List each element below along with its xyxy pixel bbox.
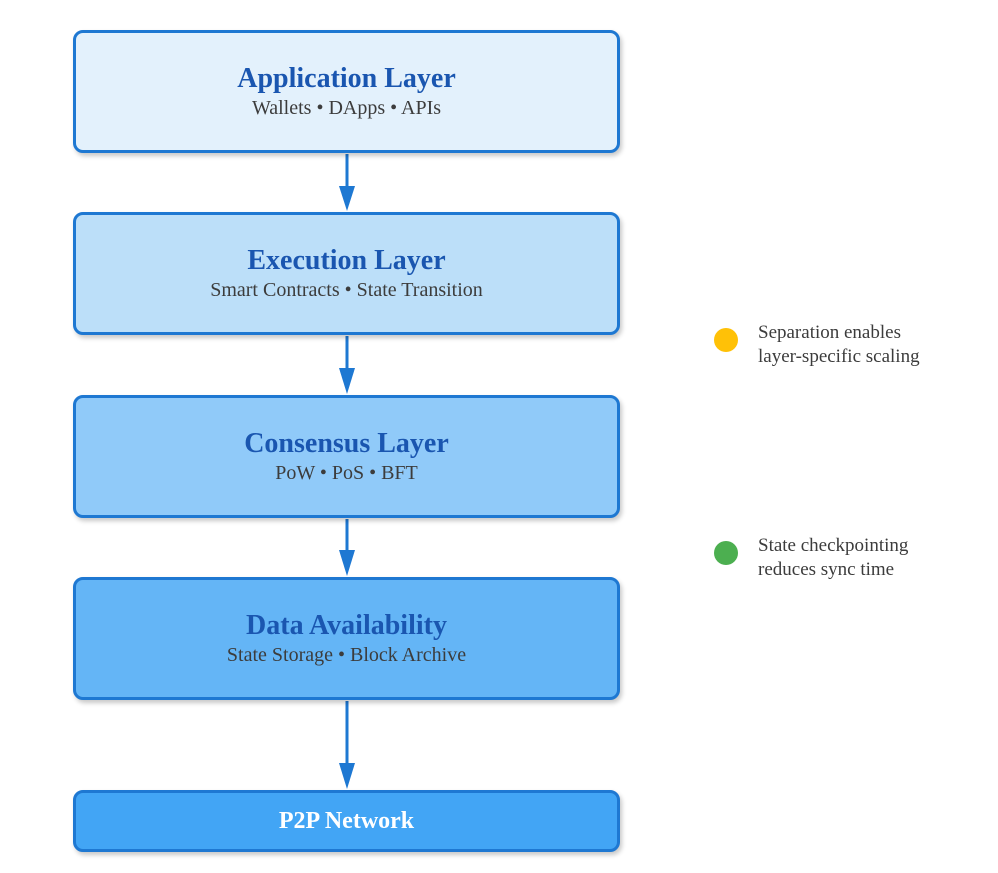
- arrow-consensus-to-data: [339, 519, 355, 576]
- application-layer-title: Application Layer: [237, 62, 456, 94]
- note-checkpointing-text: State checkpointing reduces sync time: [758, 535, 909, 580]
- arrow-app-to-exec: [339, 154, 355, 211]
- note-scaling-text: Separation enables layer-specific scalin…: [758, 322, 920, 367]
- execution-layer-box: Execution Layer Smart Contracts • State …: [73, 212, 620, 335]
- data-availability-box: Data Availability State Storage • Block …: [73, 577, 620, 700]
- arrow-exec-to-consensus: [339, 336, 355, 394]
- p2p-network-box: P2P Network: [73, 790, 620, 852]
- consensus-layer-subtitle: PoW • PoS • BFT: [275, 461, 418, 484]
- note-checkpointing: State checkpointing reduces sync time: [714, 534, 908, 582]
- application-layer-subtitle: Wallets • DApps • APIs: [251, 96, 442, 119]
- green-dot-icon: [714, 541, 738, 565]
- consensus-layer-box: Consensus Layer PoW • PoS • BFT: [73, 395, 620, 518]
- p2p-network-title: P2P Network: [278, 808, 415, 834]
- execution-layer-title: Execution Layer: [247, 244, 446, 276]
- data-availability-subtitle: State Storage • Block Archive: [226, 643, 467, 666]
- application-layer-box: Application Layer Wallets • DApps • APIs: [73, 30, 620, 153]
- execution-layer-subtitle: Smart Contracts • State Transition: [210, 278, 483, 301]
- arrow-data-to-p2p: [339, 701, 355, 789]
- yellow-dot-icon: [714, 328, 738, 352]
- data-availability-title: Data Availability: [246, 609, 447, 641]
- note-scaling: Separation enables layer-specific scalin…: [714, 321, 920, 369]
- consensus-layer-title: Consensus Layer: [244, 427, 449, 459]
